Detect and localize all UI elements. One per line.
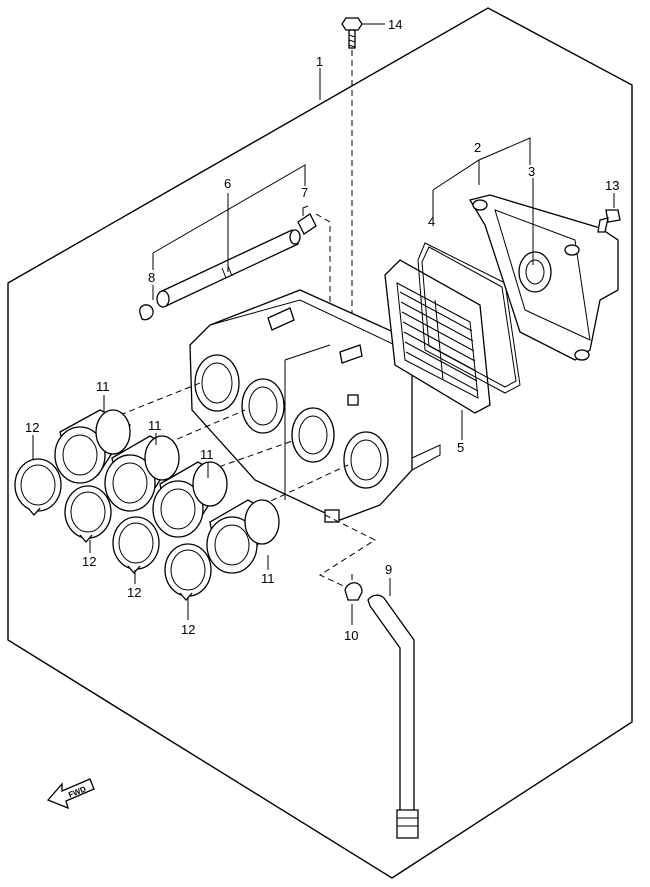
air-cleaner-housing xyxy=(189,289,441,523)
callout-7: 7 xyxy=(301,185,308,200)
callout-8: 8 xyxy=(148,270,155,285)
callout-14: 14 xyxy=(388,17,402,32)
callout-1: 1 xyxy=(316,54,323,69)
intake-boot-11c xyxy=(152,461,228,538)
clamp-12b xyxy=(64,485,112,543)
clamp-12a xyxy=(14,458,62,516)
bolt-14 xyxy=(341,17,363,49)
clamp-10 xyxy=(344,574,363,601)
hose-6 xyxy=(156,229,301,308)
clamp-12c xyxy=(112,516,160,574)
callout-12-d: 12 xyxy=(181,622,195,637)
clip-8 xyxy=(139,304,154,321)
callout-5: 5 xyxy=(457,440,464,455)
callout-12-b: 12 xyxy=(82,554,96,569)
callout-12-c: 12 xyxy=(127,585,141,600)
intake-boot-11b xyxy=(104,435,180,512)
clamp-7 xyxy=(297,205,317,235)
intake-boot-11d xyxy=(206,499,280,574)
callout-6: 6 xyxy=(224,176,231,191)
callout-11-a: 11 xyxy=(96,379,110,394)
callout-11-c: 11 xyxy=(200,447,214,462)
screw-13 xyxy=(597,209,621,233)
callout-10: 10 xyxy=(344,628,358,643)
filter-element-5 xyxy=(384,259,491,414)
cover-2 xyxy=(468,194,619,361)
clamp-12d xyxy=(164,543,212,601)
fwd-label: FWD xyxy=(67,784,87,799)
intake-boot-11a xyxy=(54,409,131,484)
fwd-arrow-icon: FWD xyxy=(46,778,95,810)
callout-2: 2 xyxy=(474,140,481,155)
assembly-frame xyxy=(7,7,633,879)
callout-3: 3 xyxy=(528,164,535,179)
callout-11-b: 11 xyxy=(148,418,162,433)
callout-12-a: 12 xyxy=(25,420,39,435)
drain-hose-9 xyxy=(367,594,419,839)
callout-9: 9 xyxy=(385,562,392,577)
callout-11-d: 11 xyxy=(261,571,275,586)
callout-4: 4 xyxy=(428,214,435,229)
callout-13: 13 xyxy=(605,178,619,193)
